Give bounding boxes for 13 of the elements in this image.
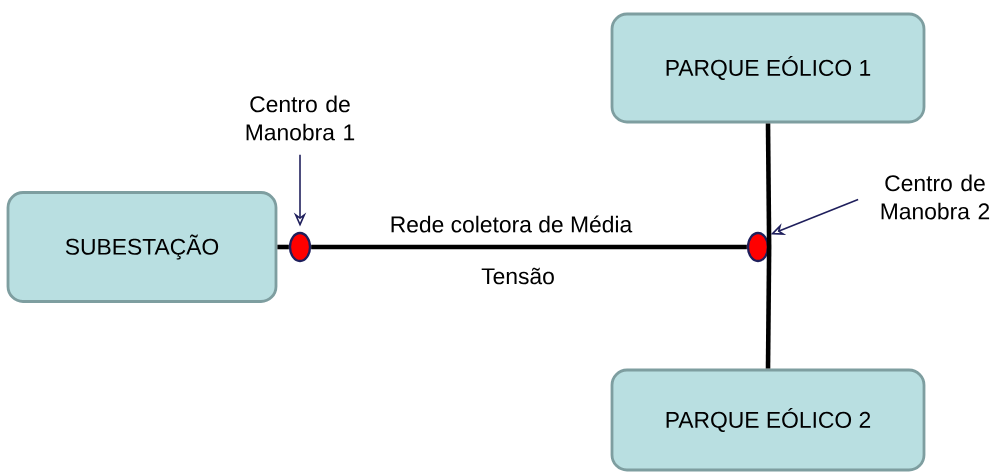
line	[765, 246, 772, 369]
line	[765, 123, 772, 248]
rounded-box: SUBESTAÇÃO	[6, 191, 278, 303]
rounded-box: PARQUE EÓLICO 1	[610, 12, 926, 124]
line-label: Rede coletora de Média	[391, 215, 633, 233]
switch-dot	[288, 231, 312, 263]
callout-text: Centro de Manobra 1	[246, 95, 355, 141]
line-label: Tensão	[481, 267, 554, 285]
line	[311, 244, 747, 250]
switch-dot	[746, 231, 770, 263]
line	[277, 244, 289, 250]
rounded-box: PARQUE EÓLICO 2	[610, 368, 926, 472]
callout-text: Centro de Manobra 2	[881, 174, 990, 220]
